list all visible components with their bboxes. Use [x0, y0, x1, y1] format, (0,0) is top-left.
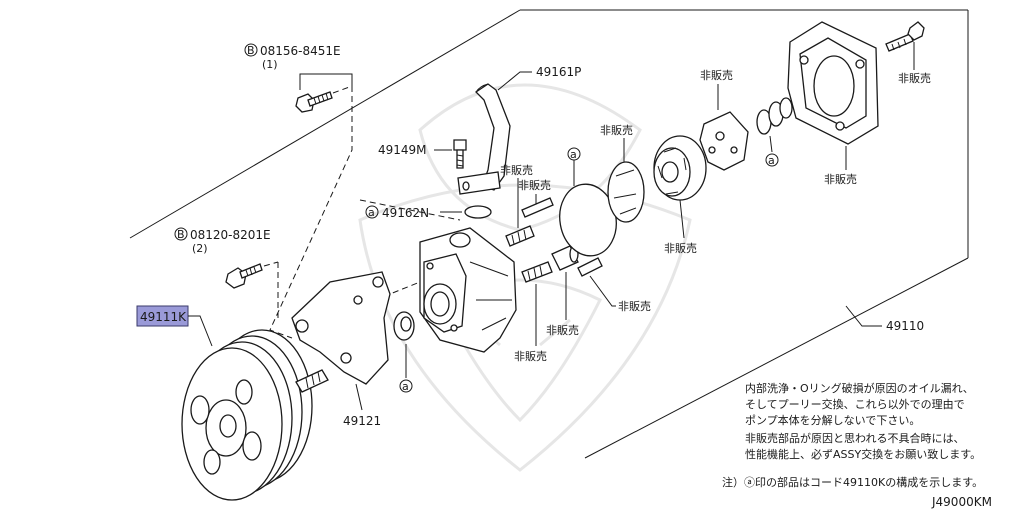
pulley-49111k[interactable] [181, 329, 329, 501]
note-line-3: ポンプ本体を分解しないで下さい。 [745, 413, 920, 427]
label-hose-fitting: 49161P [536, 65, 581, 79]
leader-line [355, 383, 363, 411]
mark-a-circle [365, 205, 379, 219]
note-line-4: 非販売部品が原因と思われる不具合時には、 [745, 431, 964, 445]
leader-line [845, 305, 882, 327]
oil-seal[interactable] [393, 311, 415, 341]
spring-lower[interactable] [521, 261, 553, 283]
label-bolt-b-code: 08120-8201E [190, 228, 271, 242]
circle-b-mark: B [177, 228, 185, 241]
bolt-49149m[interactable] [453, 139, 467, 169]
label-bolt-a-code: 08156-8451E [260, 44, 341, 58]
mark-a: a [368, 206, 375, 219]
note-line-1: 内部洗浄・Oリング破損が原因のオイル漏れ、 [745, 381, 974, 395]
label-not-sold: 非販売 [618, 300, 651, 313]
callout-bolt-b: B 08120-8201E (2) [174, 227, 271, 255]
label-oring: 49162N [382, 206, 429, 220]
label-not-sold: 非販売 [700, 69, 733, 82]
leader-line [769, 135, 773, 153]
watermark-emblem [358, 83, 692, 472]
leader-line [497, 71, 532, 91]
label-pump-assy: 49110 [886, 319, 924, 333]
label-not-sold: 非販売 [664, 242, 697, 255]
label-not-sold: 非販売 [500, 164, 533, 177]
bolt-08156-8451e[interactable] [295, 73, 353, 113]
label-bolt-small: 49149M [378, 143, 427, 157]
leader-line [188, 315, 213, 347]
pin-lower[interactable] [577, 257, 603, 277]
callout-bolt-a: B 08156-8451E (1) [244, 43, 341, 71]
rear-housing[interactable] [787, 21, 879, 145]
label-not-sold: 非販売 [514, 350, 547, 363]
rotor-cam-ring[interactable] [653, 135, 707, 201]
mark-a: a [402, 380, 409, 393]
spring-upper[interactable] [505, 225, 535, 247]
label-not-sold: 非販売 [600, 124, 633, 137]
circle-b-mark: B [247, 44, 255, 57]
leader-line [679, 199, 685, 239]
small-orings[interactable] [756, 97, 793, 135]
bolt-08120-8201e[interactable] [225, 261, 279, 289]
label-not-sold: 非販売 [824, 173, 857, 186]
pump-body[interactable] [419, 227, 517, 353]
mark-a-circle [399, 379, 413, 393]
note-line-5: 性能機能上、必ずASSY交換をお願い致します。 [745, 447, 981, 461]
mark-a: a [570, 148, 577, 161]
label-bolt-a-qty: (1) [262, 58, 278, 71]
footnote: 注）ⓐ印の部品はコード49110Kの構成を示します。 [722, 475, 983, 489]
label-not-sold: 非販売 [518, 179, 551, 192]
label-not-sold: 非販売 [546, 324, 579, 337]
pin-upper[interactable] [521, 197, 554, 218]
assembly-frame [129, 9, 969, 459]
guide-dashed-line [269, 86, 353, 339]
mark-a-circle [765, 153, 779, 167]
mark-a: a [768, 154, 775, 167]
label-bolt-b-qty: (2) [192, 242, 208, 255]
label-not-sold: 非販売 [898, 72, 931, 85]
notes-block: 内部洗浄・Oリング破損が原因のオイル漏れ、 そしてプーリー交換、これら以外での理… [722, 381, 983, 489]
label-pulley: 49111K [140, 310, 187, 324]
guide-dashed-line [359, 199, 461, 221]
oring-49162n[interactable] [464, 205, 492, 219]
hose-fitting-49161p[interactable] [457, 83, 511, 195]
leader-line [589, 275, 616, 307]
side-plate[interactable] [699, 111, 749, 171]
bracket-49121[interactable] [291, 271, 391, 385]
label-bracket: 49121 [343, 414, 381, 428]
figure-code: J49000KM [931, 495, 992, 509]
pressure-plate[interactable] [607, 161, 645, 223]
housing-bolt[interactable] [885, 21, 925, 52]
note-line-2: そしてプーリー交換、これら以外での理由で [745, 397, 965, 411]
mark-a-circle [567, 147, 581, 161]
